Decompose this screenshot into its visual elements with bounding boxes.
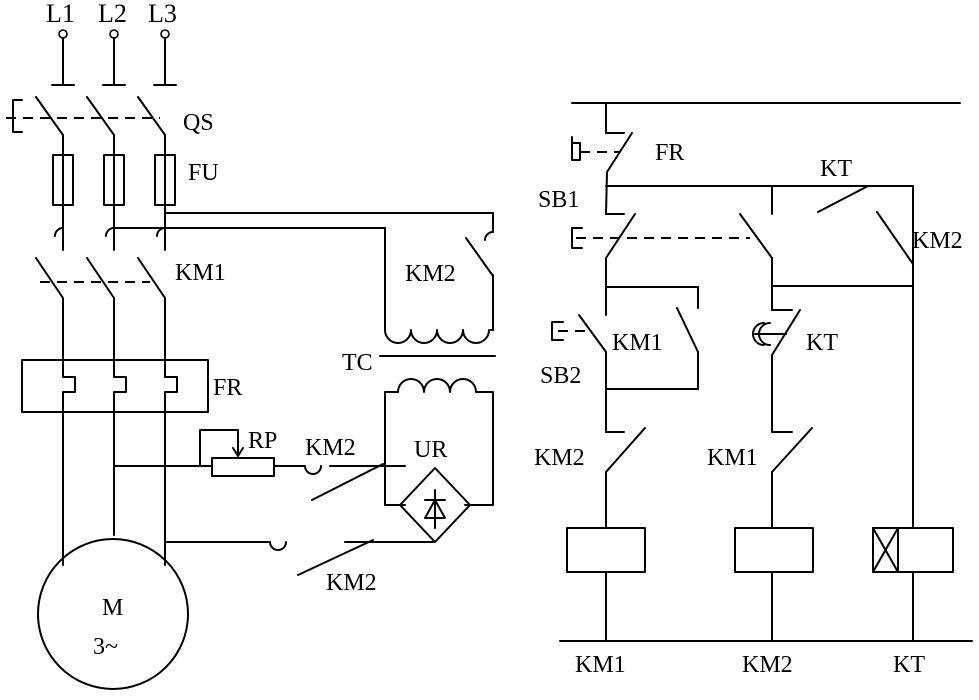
label-km2-bottom: KM2 [326, 570, 377, 596]
column-km2-branch [734, 185, 914, 642]
label-sb2: SB2 [540, 363, 581, 389]
label-coil-km1: KM1 [575, 652, 626, 678]
label-km1-hold: KM1 [612, 330, 663, 356]
label-l2: L2 [98, 0, 127, 28]
label-motor-m: M [102, 595, 123, 621]
label-kt-delay: KT [806, 330, 838, 356]
label-tc: TC [342, 350, 373, 376]
label-km1-nc: KM1 [707, 445, 758, 471]
label-coil-km2: KM2 [742, 652, 793, 678]
label-kt-top: KT [820, 156, 852, 182]
rheostat-rp [199, 429, 306, 477]
label-km2-rp: KM2 [305, 435, 356, 461]
column-km1-branch [551, 102, 914, 642]
thermal-relay-fr [21, 359, 209, 413]
control-circuit [551, 102, 973, 642]
power-circuit [6, 29, 496, 690]
rectifier-ur [399, 467, 471, 543]
label-l3: L3 [148, 0, 177, 28]
labels: L1 L2 L3 QS FU KM1 FR KM2 TC RP KM2 UR K… [46, 0, 963, 678]
label-coil-kt: KT [893, 652, 925, 678]
label-fr-ctrl: FR [655, 140, 684, 166]
label-rp: RP [248, 428, 277, 454]
label-sb1: SB1 [538, 187, 579, 213]
fuses-fu [52, 151, 176, 229]
label-km2-tc: KM2 [405, 261, 456, 287]
column-kt-branch [817, 185, 954, 642]
supply-terminals [51, 29, 177, 86]
label-qs: QS [183, 110, 214, 136]
qs-switch [6, 96, 166, 156]
km1-main-contacts [35, 227, 166, 371]
label-fu: FU [188, 160, 219, 186]
label-km1-main: KM1 [175, 260, 226, 286]
label-km2-hold: KM2 [912, 228, 963, 254]
motor-m [37, 538, 189, 690]
label-motor-phase: 3~ [93, 634, 118, 660]
motor-leads [62, 409, 271, 566]
label-fr-main: FR [213, 375, 242, 401]
transformer-tc [379, 274, 496, 506]
km2-contact-tc [465, 231, 494, 277]
transformer-supply-wiring [113, 212, 494, 331]
km2-contact-rp [304, 463, 406, 501]
label-l1: L1 [46, 0, 75, 28]
label-ur: UR [414, 437, 447, 463]
km2-contact-bottom [269, 539, 434, 576]
label-km2-nc: KM2 [534, 445, 585, 471]
